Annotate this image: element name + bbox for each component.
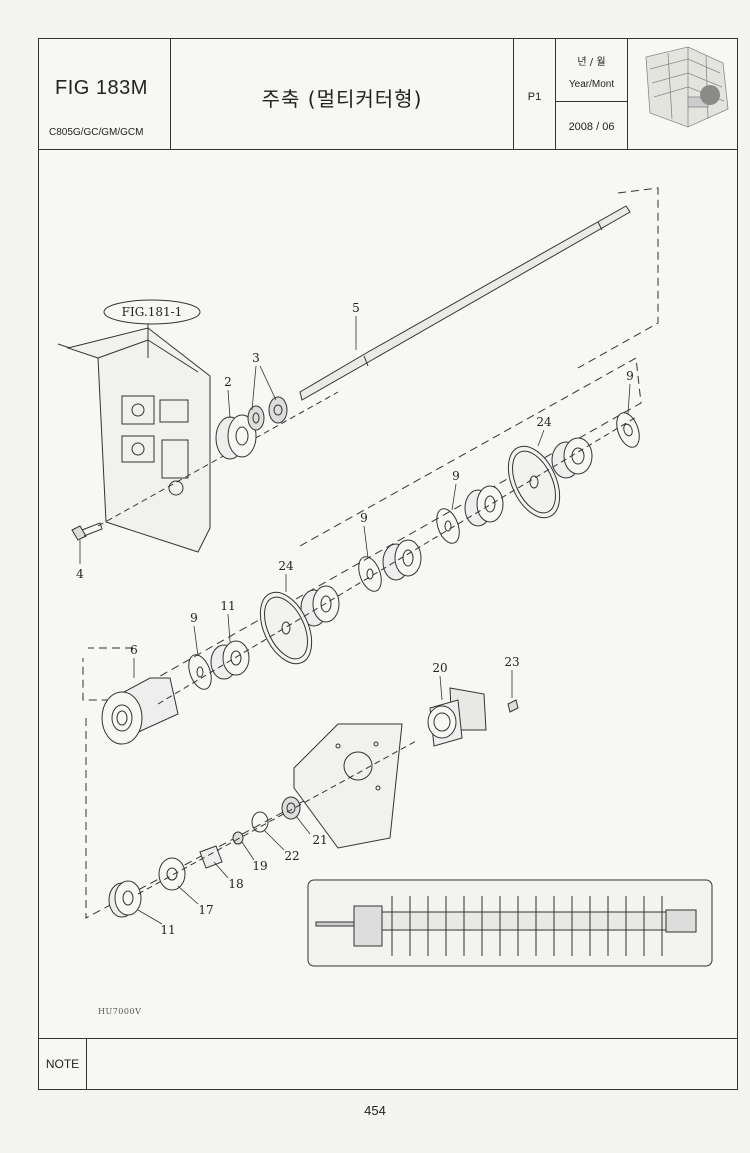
part-spacer-11b [108,880,142,918]
part-seal-9a [616,412,640,448]
label-part-11a: 11 [220,599,235,613]
part-collar-17 [158,857,186,891]
year-month-english: Year/Mont [568,79,615,90]
part-spacer-mid-upper [464,485,504,527]
label-part-5: 5 [352,301,360,315]
label-part-9a: 9 [626,369,634,383]
label-part-22: 22 [284,849,299,863]
shaft-group-outline [82,357,642,701]
note-label: NOTE [39,1039,87,1089]
part-housing-20 [427,687,487,747]
label-part-11b: 11 [160,923,175,937]
label-part-23: 23 [504,655,519,669]
part-seal-9b [436,508,460,544]
revision-date: 2008 / 06 [568,121,615,133]
part-hub-6 [101,677,179,745]
label-part-3: 3 [252,351,260,365]
part-blade-24a [507,445,561,519]
part-bolt-23 [507,699,519,713]
label-part-20: 20 [432,661,447,675]
support-plate [293,723,403,849]
fig-number: FIG 183M [55,77,148,99]
label-part-9d: 9 [190,611,198,625]
label-part-2: 2 [224,375,232,389]
part-bushing-18 [199,845,223,869]
part-spacer-mid [382,539,422,581]
exploded-parts-diagram: FIG.181-1 5 3 2 4 9 24 9 9 24 11 9 6 20 … [57,187,713,1016]
page-number: 454 [364,1103,386,1118]
combine-harvester-thumbnail [645,46,729,128]
date-cell: 년 / 월 Year/Mont 2008 / 06 [556,39,628,149]
label-part-19: 19 [252,859,267,873]
label-part-24a: 24 [536,415,552,429]
page-title: 주축 (멀티커터형) [261,87,423,111]
gearbox-frame [57,327,211,553]
page-code-cell: P1 [514,39,556,149]
upper-group-outline [577,187,659,369]
fig-cell: FIG 183M C805G/GC/GM/GCM [39,39,171,149]
model-list: C805G/GC/GM/GCM [49,127,144,138]
part-shaft-5 [299,205,631,401]
page-code: P1 [527,91,542,103]
drawing-source-code: HU7000V [98,1007,141,1016]
label-part-17: 17 [198,903,213,917]
part-seal-9d [188,654,212,690]
part-bearing-21 [281,796,301,820]
part-spacer-11a [210,640,250,680]
assembled-shaft-inset [307,879,713,967]
part-bearings-3 [247,396,288,431]
part-collar-2 [215,414,257,460]
highlight-marker [700,85,720,105]
fig-reference-label: FIG.181-1 [122,305,183,319]
part-ring-22 [251,811,269,833]
label-part-6: 6 [130,643,138,657]
part-seal-9c [358,556,382,592]
part-bolt-4 [71,522,103,541]
part-washer-19 [232,831,244,845]
label-part-21: 21 [312,833,327,847]
part-spacer-lower [300,585,340,627]
part-blade-24b [259,591,313,665]
label-part-18: 18 [228,877,243,891]
note-row: NOTE [39,1038,737,1089]
title-cell: 주축 (멀티커터형) [171,39,514,149]
year-month-korean: 년 / 월 [577,57,606,68]
label-part-9c: 9 [360,511,368,525]
label-part-4: 4 [76,567,84,581]
lower-group-outline [85,718,329,919]
part-spacer-upper [551,437,593,479]
sheet-header: FIG 183M C805G/GC/GM/GCM 주축 (멀티커터형) P1 년… [39,39,737,150]
machine-thumbnail-cell [628,39,737,149]
label-part-24b: 24 [278,559,294,573]
label-part-9b: 9 [452,469,460,483]
